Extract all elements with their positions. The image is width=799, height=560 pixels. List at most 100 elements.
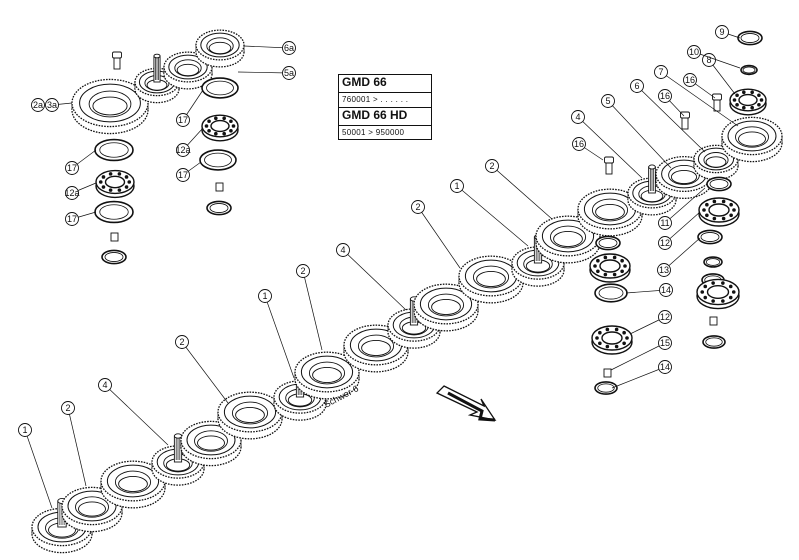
callout-circle <box>683 73 697 87</box>
callout-circle <box>18 423 32 437</box>
bolt-head <box>112 51 122 59</box>
gear-bore-inner <box>476 271 506 287</box>
callout-6: 6 <box>630 79 706 153</box>
spacer-ring <box>702 335 726 349</box>
socket-bolt <box>680 111 690 130</box>
bearing-ball <box>700 290 705 294</box>
gear-bore-inner <box>235 407 265 423</box>
callout-number: 1 <box>262 291 267 301</box>
ring-inner <box>209 203 229 213</box>
intermediate-gear <box>458 255 524 304</box>
callout-2: 2 <box>61 401 87 487</box>
callout-number: 2 <box>300 266 305 276</box>
bearing-ball <box>721 281 725 285</box>
ring-inner <box>204 152 232 168</box>
bearing-ball <box>117 188 122 192</box>
callout-16: 16 <box>658 89 685 117</box>
spacer-ring <box>101 249 127 265</box>
bearing-inner-race <box>210 119 230 133</box>
gear-bore-inner <box>176 63 200 77</box>
callout-circle <box>258 289 272 303</box>
callout-number: 1 <box>22 425 27 435</box>
bearing-inner-race <box>708 203 730 217</box>
callout-6a: 6a <box>243 41 296 55</box>
callout-14: 14 <box>611 360 672 389</box>
leader-line <box>491 165 553 220</box>
callout-circle <box>98 378 112 392</box>
leader-line <box>664 211 701 244</box>
callout-circle <box>485 159 499 173</box>
leader-line <box>577 116 643 179</box>
ball-bearing <box>201 114 239 142</box>
circlip <box>697 229 723 245</box>
callout-circle <box>601 94 615 108</box>
model-box-divider <box>339 125 431 126</box>
bearing-ball <box>214 131 218 136</box>
callout-2a: 2a <box>31 98 45 112</box>
ring-inner <box>742 66 756 74</box>
bearing-ball <box>108 188 113 192</box>
bearing-ball <box>614 344 619 349</box>
callout-number: 11 <box>660 218 669 228</box>
intermediate-gear <box>577 188 643 237</box>
shaft-end <box>153 53 161 59</box>
bearing-ball <box>127 180 132 184</box>
callout-2: 2 <box>485 159 553 220</box>
bearing-ball <box>605 344 610 349</box>
callout-number: 2 <box>179 337 184 347</box>
leader-line <box>456 185 529 247</box>
callout-number: 16 <box>685 75 695 85</box>
callout-16: 16 <box>683 73 716 99</box>
leader-line <box>660 71 739 127</box>
bearing-ball <box>231 124 236 128</box>
bearing-ball <box>101 185 106 189</box>
pinion-shaft-gear <box>627 164 677 216</box>
leader-line <box>24 429 53 509</box>
leader-line <box>636 85 706 153</box>
callout-11: 11 <box>658 187 706 230</box>
callout-circle <box>657 263 671 277</box>
leader-line <box>243 45 290 49</box>
ring-inner <box>740 33 760 43</box>
bearing-ball <box>117 172 122 176</box>
bearing-ball <box>735 102 739 107</box>
bearing-ball <box>625 336 629 340</box>
spacer-ring <box>706 176 732 192</box>
bearing-ball <box>712 216 717 221</box>
callout-17: 17 <box>65 211 97 226</box>
gear-bore-inner <box>553 231 583 247</box>
callout-circle <box>654 65 668 79</box>
ring-inner <box>99 204 129 220</box>
serial-range: 760001 > . . . . . . <box>342 95 409 104</box>
leader-line <box>693 51 741 69</box>
leader-line <box>342 249 407 311</box>
bolt-head <box>712 93 722 101</box>
bearing-ball <box>732 98 737 102</box>
leader-line <box>237 71 290 74</box>
bearing-ball <box>622 330 626 335</box>
bearing-ball <box>596 258 600 263</box>
bearing-ball <box>757 102 761 107</box>
socket-bolt <box>112 51 122 70</box>
bearing-ball <box>623 264 627 268</box>
callout-circle <box>450 179 464 193</box>
intermediate-gear <box>217 391 283 440</box>
large-gear-2a <box>71 78 149 135</box>
callout-circle <box>658 360 672 374</box>
bearing-ball <box>204 124 209 128</box>
callout-circle <box>31 98 45 112</box>
ball-bearing <box>696 278 740 310</box>
bearing-ball <box>612 255 617 260</box>
ring-inner <box>700 232 720 242</box>
bolt-head <box>604 156 614 164</box>
callout-circle <box>702 53 716 67</box>
ring-inner <box>598 238 618 248</box>
callout-number: 2 <box>415 202 420 212</box>
serial-range: 50001 > 950000 <box>342 128 405 137</box>
bearing-ball <box>728 295 733 300</box>
spacer-ring <box>595 235 621 251</box>
shaft-end <box>173 433 183 439</box>
callout-5: 5 <box>601 94 672 169</box>
spacer-ring <box>594 381 618 395</box>
bolt-shank <box>605 161 613 175</box>
